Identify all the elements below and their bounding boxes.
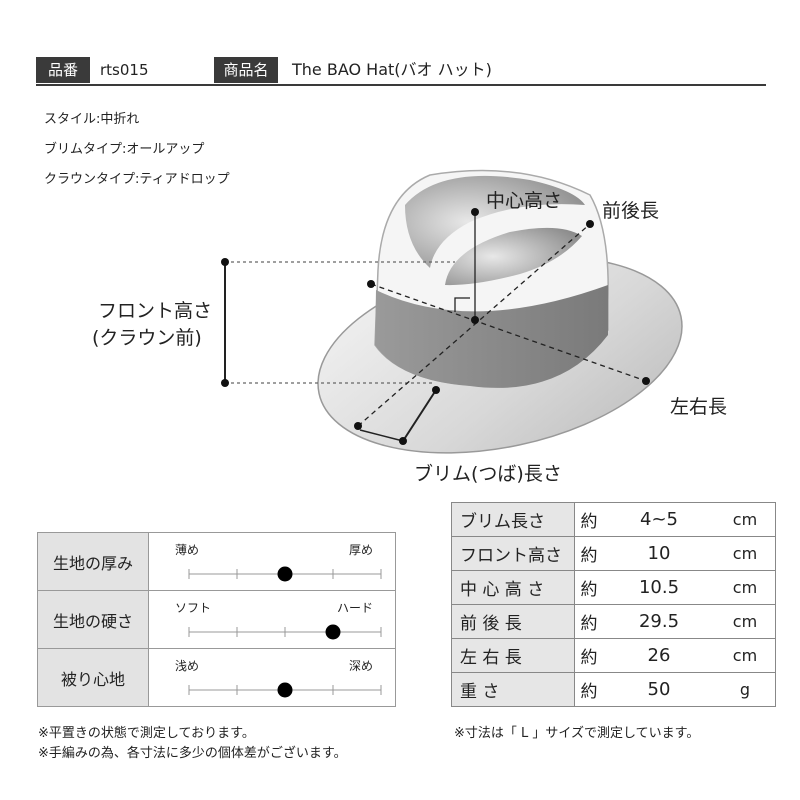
feel-label: 被り心地 <box>37 648 149 707</box>
feel-row-thickness: 生地の厚み 薄め 厚め <box>37 532 396 591</box>
product-name-label: 商品名 <box>214 57 278 83</box>
scale-low-label: 薄め <box>175 543 200 557</box>
crown-dent-lower <box>445 227 582 286</box>
feel-row-fit: 被り心地 浅め 深め <box>37 648 396 707</box>
label-front-back: 前後長 <box>602 200 660 222</box>
note-flat-measure: ※平置きの状態で測定しております。 <box>38 726 255 741</box>
code-label: 品番 <box>36 57 90 83</box>
spec-label: 中 心 高 さ <box>451 570 575 605</box>
product-code: rts015 <box>100 61 149 79</box>
spec-row: 左 右 長 約 26 cm <box>451 638 776 673</box>
hat-band <box>375 285 608 388</box>
spec-label: フロント高さ <box>451 536 575 571</box>
spec-approx: 約 <box>574 536 603 571</box>
spec-unit: cm <box>715 604 776 639</box>
spec-value: 4~5 <box>603 502 715 537</box>
feel-table: 生地の厚み 薄め 厚め 生地の硬さ ソフト ハード 被り心地 浅め 深め <box>37 532 396 707</box>
spec-approx: 約 <box>574 502 603 537</box>
spec-value: 10.5 <box>603 570 715 605</box>
spec-row: ブリム長さ 約 4~5 cm <box>451 502 776 537</box>
attr-style: スタイル:中折れ <box>44 112 140 127</box>
label-front-height: フロント高さ <box>98 300 213 322</box>
scale-knob <box>325 624 341 640</box>
spec-table: ブリム長さ 約 4~5 cm フロント高さ 約 10 cm 中 心 高 さ 約 … <box>451 502 776 707</box>
spec-value: 50 <box>603 672 715 707</box>
spec-approx: 約 <box>574 604 603 639</box>
label-left-right: 左右長 <box>670 396 728 418</box>
feel-label: 生地の厚み <box>37 532 149 591</box>
spec-unit: cm <box>715 570 776 605</box>
feel-scale: ソフト ハード <box>148 590 396 649</box>
spec-value: 29.5 <box>603 604 715 639</box>
spec-unit: cm <box>715 502 776 537</box>
spec-row: 前 後 長 約 29.5 cm <box>451 604 776 639</box>
spec-label: 重 さ <box>451 672 575 707</box>
spec-approx: 約 <box>574 570 603 605</box>
spec-value: 10 <box>603 536 715 571</box>
scale-track <box>188 566 382 582</box>
note-size: ※寸法は「 L 」サイズで測定しています。 <box>454 726 700 741</box>
scale-track <box>188 624 382 640</box>
crown-dent-upper <box>405 175 585 268</box>
scale-high-label: ハード <box>336 601 373 615</box>
feel-scale: 浅め 深め <box>148 648 396 707</box>
spec-label: ブリム長さ <box>451 502 575 537</box>
spec-row: 重 さ 約 50 g <box>451 672 776 707</box>
spec-approx: 約 <box>574 672 603 707</box>
attr-brim-type: ブリムタイプ:オールアップ <box>44 142 205 157</box>
scale-knob <box>277 566 293 582</box>
scale-high-label: 深め <box>348 659 373 673</box>
note-handmade: ※手編みの為、各寸法に多少の個体差がございます。 <box>38 746 347 761</box>
spec-approx: 約 <box>574 638 603 673</box>
header-rule <box>36 84 766 86</box>
scale-low-label: 浅め <box>175 659 200 673</box>
spec-unit: cm <box>715 638 776 673</box>
spec-row: フロント高さ 約 10 cm <box>451 536 776 571</box>
spec-unit: cm <box>715 536 776 571</box>
feel-label: 生地の硬さ <box>37 590 149 649</box>
scale-knob <box>277 682 293 698</box>
spec-unit: g <box>715 672 776 707</box>
label-brim-length: ブリム(つば)長さ <box>414 463 562 485</box>
attr-crown-type: クラウンタイプ:ティアドロップ <box>44 172 230 187</box>
product-name: The BAO Hat(バオ ハット) <box>292 60 492 79</box>
feel-row-stiffness: 生地の硬さ ソフト ハード <box>37 590 396 649</box>
scale-high-label: 厚め <box>348 543 373 557</box>
feel-scale: 薄め 厚め <box>148 532 396 591</box>
spec-row: 中 心 高 さ 約 10.5 cm <box>451 570 776 605</box>
label-center-height: 中心高さ <box>486 190 563 212</box>
scale-track <box>188 682 382 698</box>
scale-low-label: ソフト <box>175 601 212 615</box>
spec-value: 26 <box>603 638 715 673</box>
spec-label: 前 後 長 <box>451 604 575 639</box>
label-front-height-sub: (クラウン前) <box>92 327 202 349</box>
spec-label: 左 右 長 <box>451 638 575 673</box>
